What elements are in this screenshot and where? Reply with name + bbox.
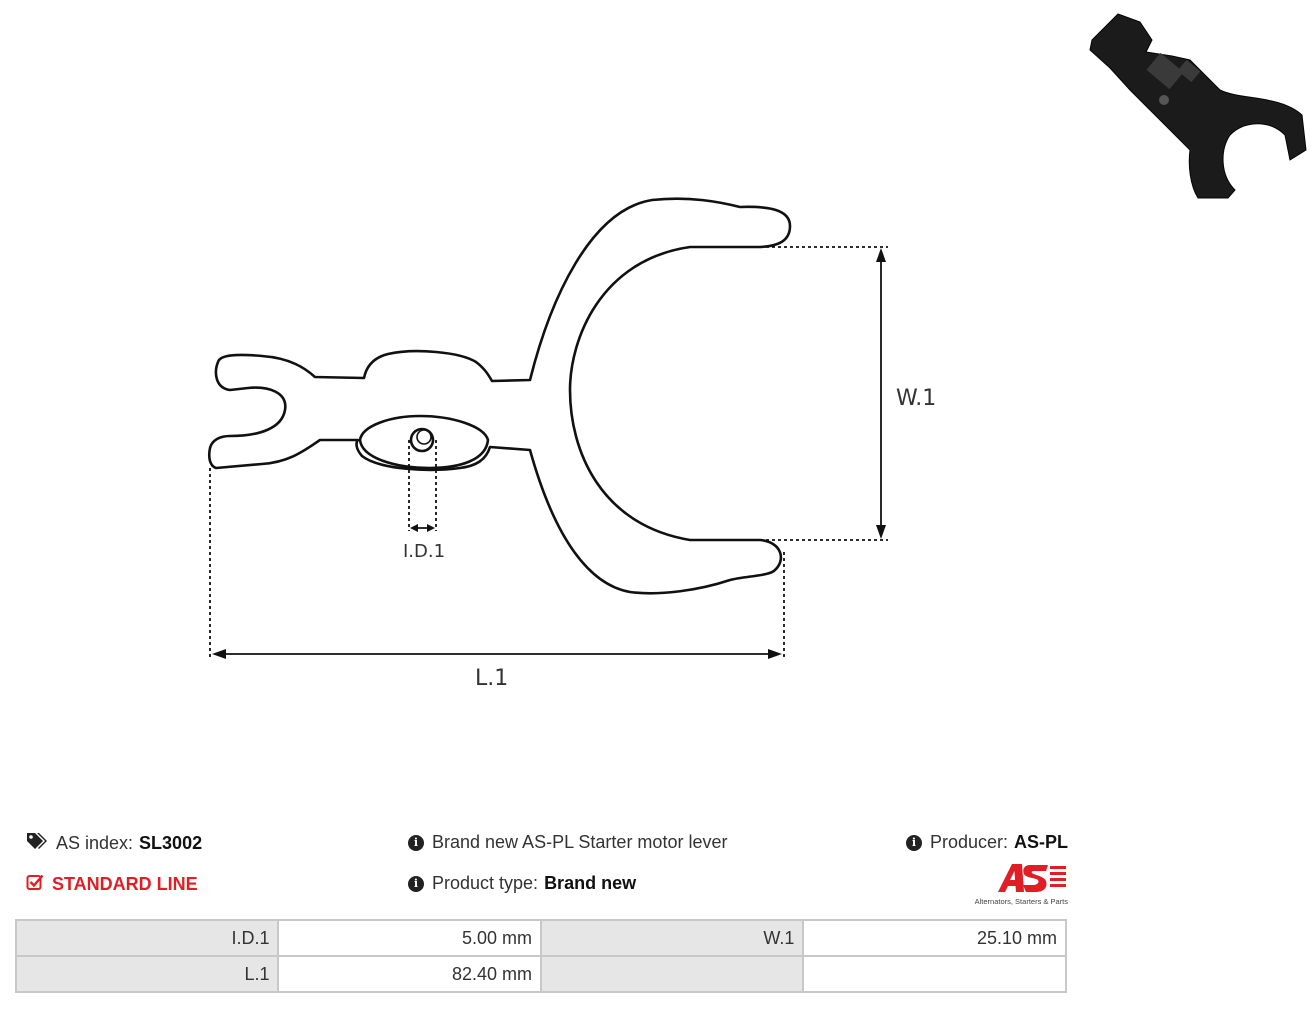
technical-drawing: W.1 I.D.1 L.1 <box>207 197 936 691</box>
product-photo <box>1089 13 1307 199</box>
logo-tagline: Alternators, Starters & Parts <box>974 897 1068 906</box>
spec-key <box>542 957 803 991</box>
producer-value: AS-PL <box>1014 832 1069 852</box>
info-icon: i <box>408 834 424 851</box>
product-type: i Product type: Brand new <box>408 873 636 894</box>
producer: i Producer: AS-PL <box>906 832 1068 853</box>
l1-label: L.1 <box>475 666 508 691</box>
product-type-value: Brand new <box>544 873 637 893</box>
as-index-label: AS index: <box>56 833 134 853</box>
w1-label: W.1 <box>896 386 936 411</box>
standard-line: STANDARD LINE <box>26 873 198 896</box>
spec-value <box>804 957 1065 991</box>
checkbox-checked-icon <box>26 873 44 896</box>
spec-value: 25.10 mm <box>804 921 1065 955</box>
id1-arrow-left <box>410 524 418 532</box>
pin-inner-circle <box>416 429 432 445</box>
spec-value: 5.00 mm <box>279 921 541 955</box>
spec-value: 82.40 mm <box>279 957 541 991</box>
table-row: I.D.1 5.00 mm W.1 25.10 mm <box>17 921 1065 955</box>
pin-circle <box>409 427 435 453</box>
slot-outline <box>358 414 490 470</box>
tags-icon <box>26 832 48 855</box>
producer-label: Producer: <box>930 832 1009 852</box>
specs-table: I.D.1 5.00 mm W.1 25.10 mm L.1 82.40 mm <box>15 919 1067 993</box>
lever-outline <box>207 197 792 595</box>
spec-key: I.D.1 <box>17 921 278 955</box>
product-type-label: Product type: <box>432 873 539 893</box>
as-index-value: SL3002 <box>139 833 203 853</box>
w1-arrow-top <box>876 248 886 262</box>
w1-arrow-bottom <box>876 525 886 539</box>
info-icon: i <box>408 875 424 892</box>
info-icon: i <box>906 834 922 851</box>
spec-key: W.1 <box>542 921 803 955</box>
standard-line-label: STANDARD LINE <box>52 874 198 894</box>
as-index: AS index: SL3002 <box>26 832 202 855</box>
description-text: Brand new AS-PL Starter motor lever <box>432 832 728 852</box>
as-logo: Alternators, Starters & Parts <box>964 862 1068 906</box>
id1-arrow-right <box>427 524 435 532</box>
l1-arrow-right <box>768 649 782 659</box>
l1-arrow-left <box>212 649 226 659</box>
description: i Brand new AS-PL Starter motor lever <box>408 832 727 853</box>
table-row: L.1 82.40 mm <box>17 957 1065 991</box>
as-logo-mark <box>998 864 1066 892</box>
id1-label: I.D.1 <box>403 541 445 562</box>
spec-key: L.1 <box>17 957 278 991</box>
